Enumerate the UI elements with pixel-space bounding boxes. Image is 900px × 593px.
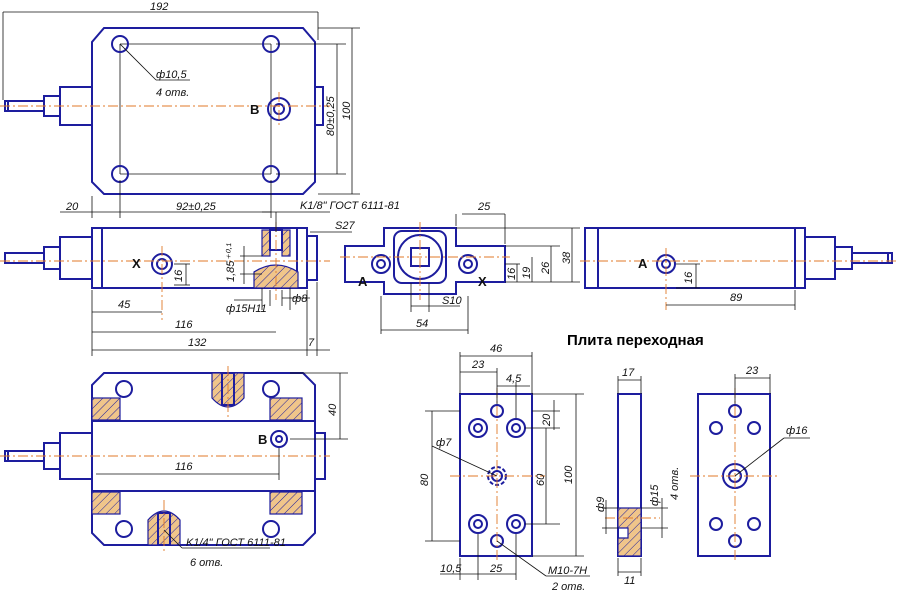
- dim-116: 116: [175, 319, 193, 331]
- dim-offset: 20: [65, 201, 79, 213]
- hole-diameter-label: ф10,5: [156, 69, 187, 81]
- dim-40: 40: [327, 403, 339, 416]
- dim-7: 7: [308, 337, 315, 349]
- dim-d16: ф16: [786, 425, 808, 437]
- dim-60: 60: [535, 473, 547, 486]
- port-x-label: X: [132, 256, 141, 271]
- dim-89: 89: [730, 292, 742, 304]
- dim-17: 17: [622, 367, 635, 379]
- port-x-label: X: [478, 274, 487, 289]
- port-b-label: B: [250, 102, 259, 117]
- key-size-s10: S10: [442, 295, 462, 307]
- dim-80: 80: [419, 473, 431, 486]
- dim-132: 132: [188, 337, 206, 349]
- bottom-view: 40 B 116 K1/4" ГОСТ 6111-81 6 отв.: [0, 366, 348, 569]
- right-view: A 16 89: [580, 227, 896, 310]
- port-b-label: B: [258, 432, 267, 447]
- dim-11: 11: [624, 575, 635, 587]
- port-a-label: A: [638, 256, 648, 271]
- bore-diameter: ф15H11: [226, 303, 267, 315]
- dim-26: 26: [540, 261, 552, 275]
- hole-count: 4 отв.: [669, 467, 681, 500]
- dim-d9: ф9: [595, 497, 607, 512]
- dim-d7: ф7: [436, 437, 452, 449]
- key-size-s27: S27: [335, 220, 355, 232]
- plate-back-view: 23 ф16: [690, 365, 810, 562]
- thread-count: 2 отв.: [551, 581, 585, 593]
- dim-23: 23: [471, 359, 485, 371]
- hole-count-label: 4 отв.: [156, 87, 189, 99]
- dim-holes-vertical: 80±0,25: [325, 95, 337, 136]
- dim-16: 16: [506, 267, 518, 280]
- dim-height: 100: [341, 101, 353, 120]
- plate-front-view: 46 23 4,5 20 ф7 80 60 100 10,5 25 M10-7H…: [419, 343, 590, 593]
- dim-38: 38: [561, 251, 573, 264]
- top-view: 192 ф10,5 4 отв. B 80±0,25 100 20 92±0,2…: [0, 1, 360, 218]
- dim-19: 19: [521, 267, 533, 279]
- dim-holes-horizontal: 92±0,25: [176, 201, 217, 213]
- dim-25: 25: [489, 563, 503, 575]
- thread-note: K1/8" ГОСТ 6111-81: [300, 200, 400, 212]
- dim-4-5: 4,5: [506, 373, 522, 385]
- dim-100: 100: [563, 465, 575, 484]
- dim-10-5: 10,5: [440, 563, 462, 575]
- dim-port-height: 16: [173, 269, 185, 282]
- dim-54: 54: [416, 318, 428, 330]
- dim-16: 16: [683, 271, 695, 284]
- plate-side-view: 17 ф9 ф15 4 отв. 11: [595, 367, 681, 587]
- dim-46: 46: [490, 343, 503, 355]
- dim-width: 192: [150, 1, 168, 13]
- hole-count: 6 отв.: [190, 557, 223, 569]
- dim-20: 20: [541, 413, 553, 427]
- dim-d15: ф15: [649, 484, 661, 506]
- dim-d8: ф8: [292, 293, 308, 305]
- front-view: X 16 45 116 132 7 K1/8" ГОСТ 6111-81 S27…: [0, 200, 400, 356]
- dim-25: 25: [477, 201, 491, 213]
- dim-1-85: 1,85⁺⁰·¹: [225, 243, 237, 282]
- dim-116: 116: [175, 461, 193, 473]
- plate-title: Плита переходная: [567, 332, 704, 349]
- side-view: 25 A X 16 19 26 38 S10 54: [340, 201, 580, 334]
- dim-23: 23: [745, 365, 759, 377]
- thread-m10: M10-7H: [548, 565, 587, 577]
- thread-note: K1/4" ГОСТ 6111-81: [186, 537, 286, 549]
- dim-45: 45: [118, 299, 131, 311]
- port-a-label: A: [358, 274, 368, 289]
